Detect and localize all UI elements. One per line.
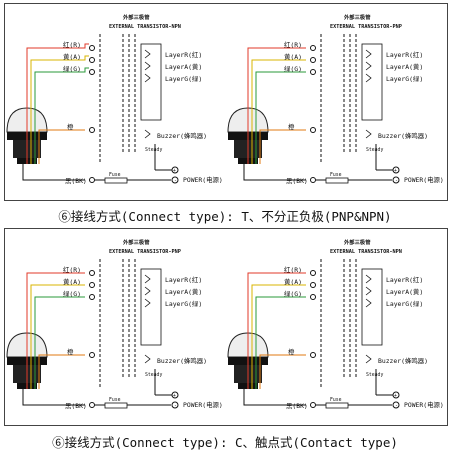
buzzer-label: Buzzer(蜂鸣器) (157, 356, 207, 365)
layer-a-label: LayerA(黄) (386, 62, 423, 71)
wire-label-red: 红(R) (63, 265, 81, 274)
wiring-panel-bottom: 红(R) 黄(A) 绿(G) 橙 黑(BK) 外部三极管 EXTERNAL TR… (4, 228, 448, 426)
black-wire (22, 164, 85, 181)
wiring-panel-top: 红(R) 黄(A) 绿(G) 橙 黑(BK) 外部三极管 EXTERNAL TR… (4, 3, 448, 201)
layer-a-label: LayerA(黄) (165, 62, 202, 71)
layer-g-label: LayerG(绿) (386, 74, 423, 83)
header-cn: 外部三极管 (343, 238, 371, 246)
wire-label-yellow: 黄(A) (63, 277, 81, 286)
layer-a-label: LayerA(黄) (165, 287, 202, 296)
wire-label-green: 绿(G) (284, 64, 302, 73)
red-wire (247, 47, 306, 164)
layer-g-label: LayerG(绿) (165, 299, 202, 308)
plus-terminal: + (173, 169, 176, 174)
yellow-wire (251, 284, 306, 389)
minus-terminal: - (174, 179, 177, 184)
green-wire (34, 67, 89, 164)
fuse-label: Fuse (109, 172, 121, 178)
wiring-diagram-top: 红(R) 黄(A) 绿(G) 橙 黑(BK) 外部三极管 EXTERNAL TR… (6, 13, 444, 185)
power-label: POWER(电源) (404, 175, 444, 184)
layer-r-label: LayerR(红) (386, 50, 423, 59)
orange-wire (38, 129, 85, 164)
black-wire (22, 389, 85, 406)
diagram-top-left: 红(R) 黄(A) 绿(G) 橙 黑(BK) 外部三极管 EXTERNAL TR… (6, 13, 223, 185)
wiring-diagram-bottom: 红(R) 黄(A) 绿(G) 橙 黑(BK) 外部三极管 EXTERNAL TR… (6, 238, 444, 410)
fuse-label: Fuse (330, 397, 342, 403)
wire-label-orange: 橙 (288, 347, 295, 356)
wire-label-red: 红(R) (284, 40, 302, 49)
buzzer-label: Buzzer(蜂鸣器) (378, 131, 428, 140)
wire-label-green: 绿(G) (63, 289, 81, 298)
layer-r-label: LayerR(红) (165, 50, 202, 59)
orange-wire (38, 354, 85, 389)
diagram-bottom-left: 红(R) 黄(A) 绿(G) 橙 黑(BK) 外部三极管 EXTERNAL TR… (6, 238, 223, 410)
red-wire (247, 272, 306, 389)
caption-top: ⑥接线方式(Connect type): T、不分正负极(PNP&NPN) (58, 209, 392, 224)
steady-label: Steady (145, 372, 162, 378)
orange-wire (259, 129, 306, 164)
buzzer-label: Buzzer(蜂鸣器) (378, 356, 428, 365)
green-wire (34, 296, 85, 389)
power-label: POWER(电源) (404, 400, 444, 409)
minus-terminal: - (174, 404, 177, 409)
header-cn: 外部三极管 (343, 13, 371, 21)
steady-label: Steady (145, 147, 162, 153)
power-label: POWER(电源) (183, 400, 223, 409)
header-en: EXTERNAL TRANSISTOR-NPN (330, 249, 402, 255)
layer-g-label: LayerG(绿) (165, 74, 202, 83)
wire-label-black: 黑(BK) (286, 177, 308, 185)
red-wire (26, 43, 89, 164)
fuse-label: Fuse (109, 397, 121, 403)
yellow-wire (30, 284, 85, 389)
diagram-bottom-right: 红(R) 黄(A) 绿(G) 橙 黑(BK) 外部三极管 EXTERNAL TR… (227, 238, 444, 410)
layer-r-label: LayerR(红) (386, 275, 423, 284)
header-cn: 外部三极管 (122, 13, 150, 21)
fuse-label: Fuse (330, 172, 342, 178)
wire-label-green: 绿(G) (63, 64, 81, 73)
wire-label-red: 红(R) (284, 265, 302, 274)
header-en: EXTERNAL TRANSISTOR-PNP (330, 24, 402, 30)
wire-label-yellow: 黄(A) (284, 277, 302, 286)
steady-label: Steady (366, 147, 383, 153)
caption-bottom: ⑥接线方式(Connect type): C、触点式(Contact type) (52, 435, 398, 450)
wire-label-yellow: 黄(A) (63, 52, 81, 61)
header-en: EXTERNAL TRANSISTOR-NPN (109, 24, 181, 30)
wire-label-black: 黑(BK) (65, 177, 87, 185)
header-en: EXTERNAL TRANSISTOR-PNP (109, 249, 181, 255)
buzzer-label: Buzzer(蜂鸣器) (157, 131, 207, 140)
green-wire (255, 296, 306, 389)
yellow-wire (30, 55, 89, 164)
black-wire (243, 389, 306, 406)
wire-label-black: 黑(BK) (65, 402, 87, 410)
minus-terminal: - (395, 404, 398, 409)
plus-terminal: + (394, 394, 397, 399)
green-wire (255, 71, 306, 164)
layer-g-label: LayerG(绿) (386, 299, 423, 308)
wire-label-yellow: 黄(A) (284, 52, 302, 61)
diagram-top-right: 红(R) 黄(A) 绿(G) 橙 黑(BK) 外部三极管 EXTERNAL TR… (227, 13, 444, 185)
steady-label: Steady (366, 372, 383, 378)
plus-terminal: + (394, 169, 397, 174)
orange-wire (259, 354, 306, 389)
wire-label-black: 黑(BK) (286, 402, 308, 410)
wire-label-orange: 橙 (67, 122, 74, 131)
wire-label-green: 绿(G) (284, 289, 302, 298)
minus-terminal: - (395, 179, 398, 184)
layer-a-label: LayerA(黄) (386, 287, 423, 296)
yellow-wire (251, 59, 306, 164)
header-cn: 外部三极管 (122, 238, 150, 246)
power-label: POWER(电源) (183, 175, 223, 184)
wire-label-orange: 橙 (288, 122, 295, 131)
wire-label-red: 红(R) (63, 40, 81, 49)
plus-terminal: + (173, 394, 176, 399)
wire-label-orange: 橙 (67, 347, 74, 356)
black-wire (243, 164, 306, 181)
red-wire (26, 272, 85, 389)
layer-r-label: LayerR(红) (165, 275, 202, 284)
